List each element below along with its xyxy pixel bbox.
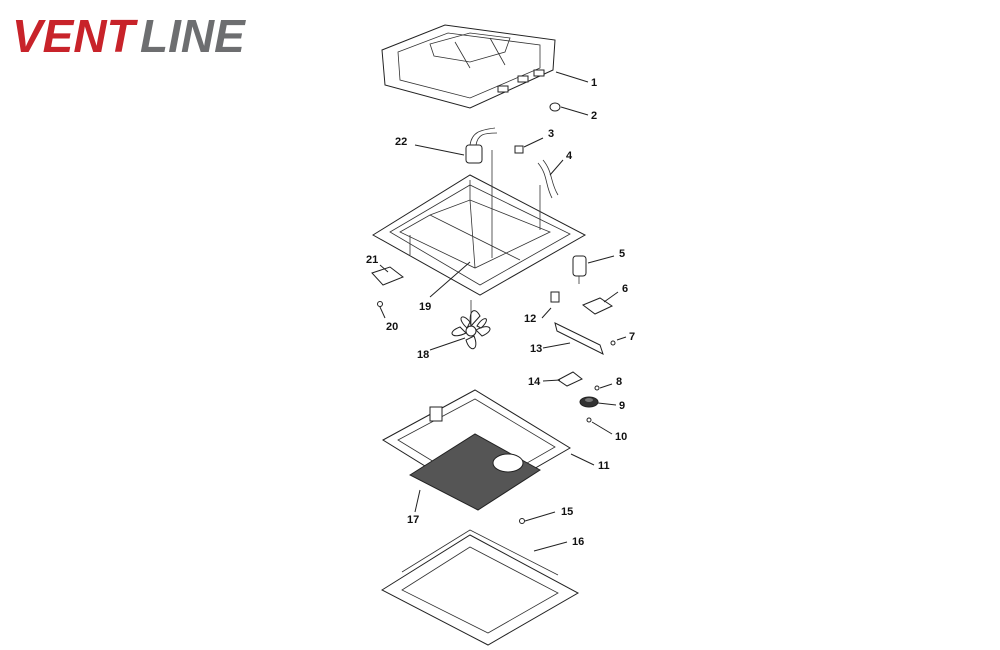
callout-1: 1	[591, 77, 597, 89]
part-9-knob	[579, 396, 599, 408]
callout-20: 20	[386, 321, 398, 333]
callout-8: 8	[616, 376, 622, 388]
part-3-nut	[514, 145, 524, 154]
logo-vent: VENT	[12, 10, 139, 62]
callout-2: 2	[591, 110, 597, 122]
callout-17: 17	[407, 514, 419, 526]
part-motor	[465, 127, 498, 164]
ventline-logo: VENT LINE	[12, 10, 246, 62]
callout-labels: 1 2 3 4 5 6 7 8 9 10 11 12 13 14 15 16 1…	[366, 77, 635, 548]
logo-line: LINE	[140, 10, 246, 62]
part-5-switch	[572, 255, 587, 284]
callout-7: 7	[629, 331, 635, 343]
part-17-screen	[408, 433, 541, 511]
part-lid	[381, 24, 556, 109]
callout-12: 12	[524, 313, 536, 325]
callout-13: 13	[530, 343, 542, 355]
part-20-screw	[377, 301, 383, 307]
callout-9: 9	[619, 400, 625, 412]
callout-5: 5	[619, 248, 625, 260]
callout-18: 18	[417, 349, 429, 361]
callout-16: 16	[572, 536, 584, 548]
part-12-clip	[550, 291, 560, 303]
callout-10: 10	[615, 431, 627, 443]
leader-lines	[379, 71, 627, 552]
part-10-screw	[586, 417, 592, 423]
part-14-plate	[557, 371, 583, 387]
part-8-screw	[594, 385, 600, 391]
part-16-garnish	[380, 529, 580, 646]
callout-19: 19	[419, 301, 431, 313]
part-2-cap	[549, 102, 561, 112]
part-7-screw	[610, 340, 616, 346]
callout-3: 3	[548, 128, 554, 140]
callout-4: 4	[566, 150, 573, 162]
callout-15: 15	[561, 506, 573, 518]
part-18-fan	[451, 300, 491, 350]
part-base-frame	[372, 150, 587, 296]
part-13-arm	[554, 322, 604, 355]
callout-21: 21	[366, 254, 378, 266]
part-15-screw	[519, 518, 525, 524]
callout-22: 22	[395, 136, 407, 148]
callout-6: 6	[622, 283, 628, 295]
part-21-bracket	[371, 266, 405, 286]
part-4-wires	[537, 159, 559, 199]
callout-11: 11	[598, 460, 610, 472]
callout-14: 14	[528, 376, 541, 388]
part-6-bracket	[581, 297, 614, 315]
